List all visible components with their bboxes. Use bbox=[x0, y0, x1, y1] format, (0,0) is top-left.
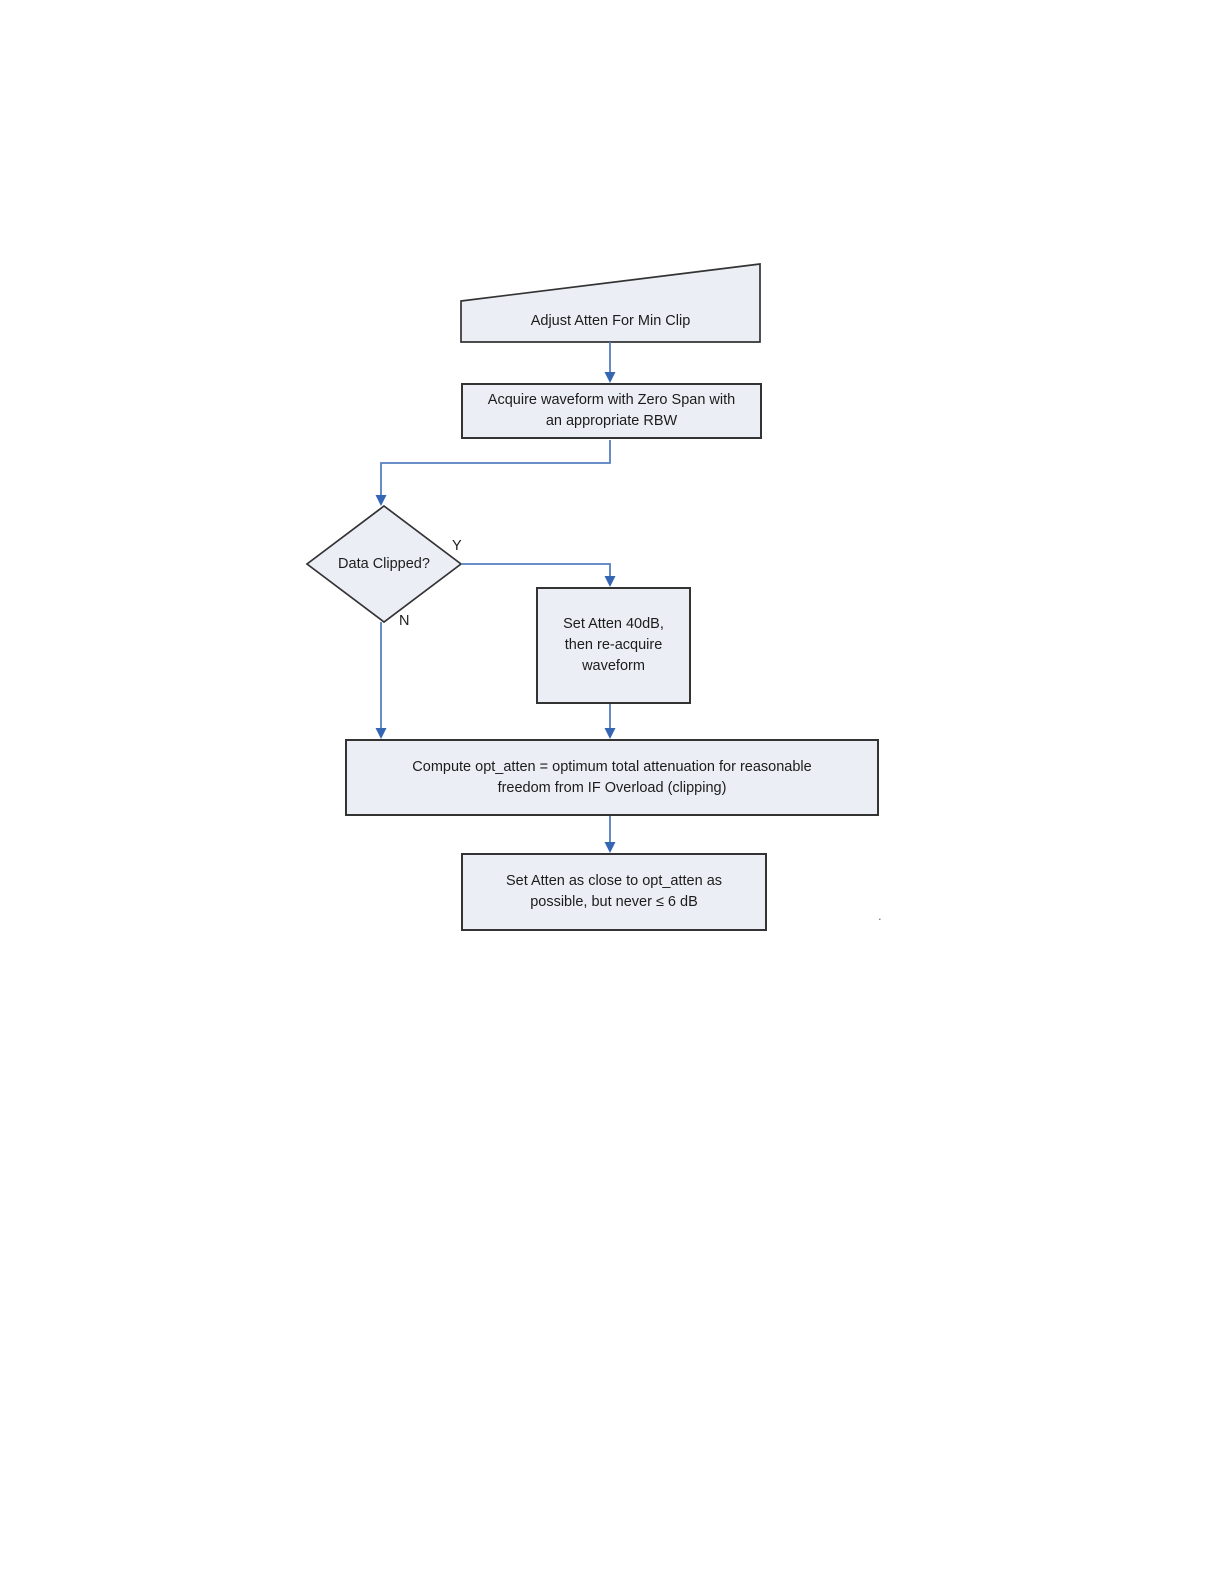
branch-label-yes: Y bbox=[452, 538, 462, 554]
arrowhead-acquire-to-decision bbox=[375, 495, 387, 506]
arrowhead-set40-to-compute bbox=[604, 728, 616, 739]
acquire-node-label: Acquire waveform with Zero Span with an … bbox=[487, 392, 736, 429]
set-atten-40-node: Set Atten 40dB, then re-acquire waveform bbox=[536, 587, 691, 704]
arrowhead-decision-yes bbox=[604, 576, 616, 587]
decision-node-shape bbox=[305, 504, 463, 624]
compute-opt-atten-node-label: Compute opt_atten = optimum total attenu… bbox=[412, 758, 812, 796]
arrowhead-start-to-acquire bbox=[604, 372, 616, 383]
arrowhead-decision-no bbox=[375, 728, 387, 739]
arrowhead-compute-to-final bbox=[604, 842, 616, 853]
set-atten-final-node: Set Atten as close to opt_atten as possi… bbox=[461, 853, 767, 931]
branch-label-no: N bbox=[399, 613, 410, 629]
set-atten-40-node-label: Set Atten 40dB, then re-acquire waveform bbox=[563, 616, 664, 674]
connector-decision-yes bbox=[461, 563, 611, 577]
compute-opt-atten-node: Compute opt_atten = optimum total attenu… bbox=[345, 739, 879, 816]
start-node-label: Adjust Atten For Min Clip bbox=[530, 312, 691, 329]
stray-period-mark: . bbox=[878, 908, 882, 923]
connector-acquire-to-decision bbox=[380, 440, 611, 496]
decision-node-label: Data Clipped? bbox=[338, 555, 430, 572]
start-node-shape bbox=[460, 263, 761, 343]
acquire-node: Acquire waveform with Zero Span with an … bbox=[461, 383, 762, 439]
set-atten-final-node-label: Set Atten as close to opt_atten as possi… bbox=[505, 873, 723, 910]
